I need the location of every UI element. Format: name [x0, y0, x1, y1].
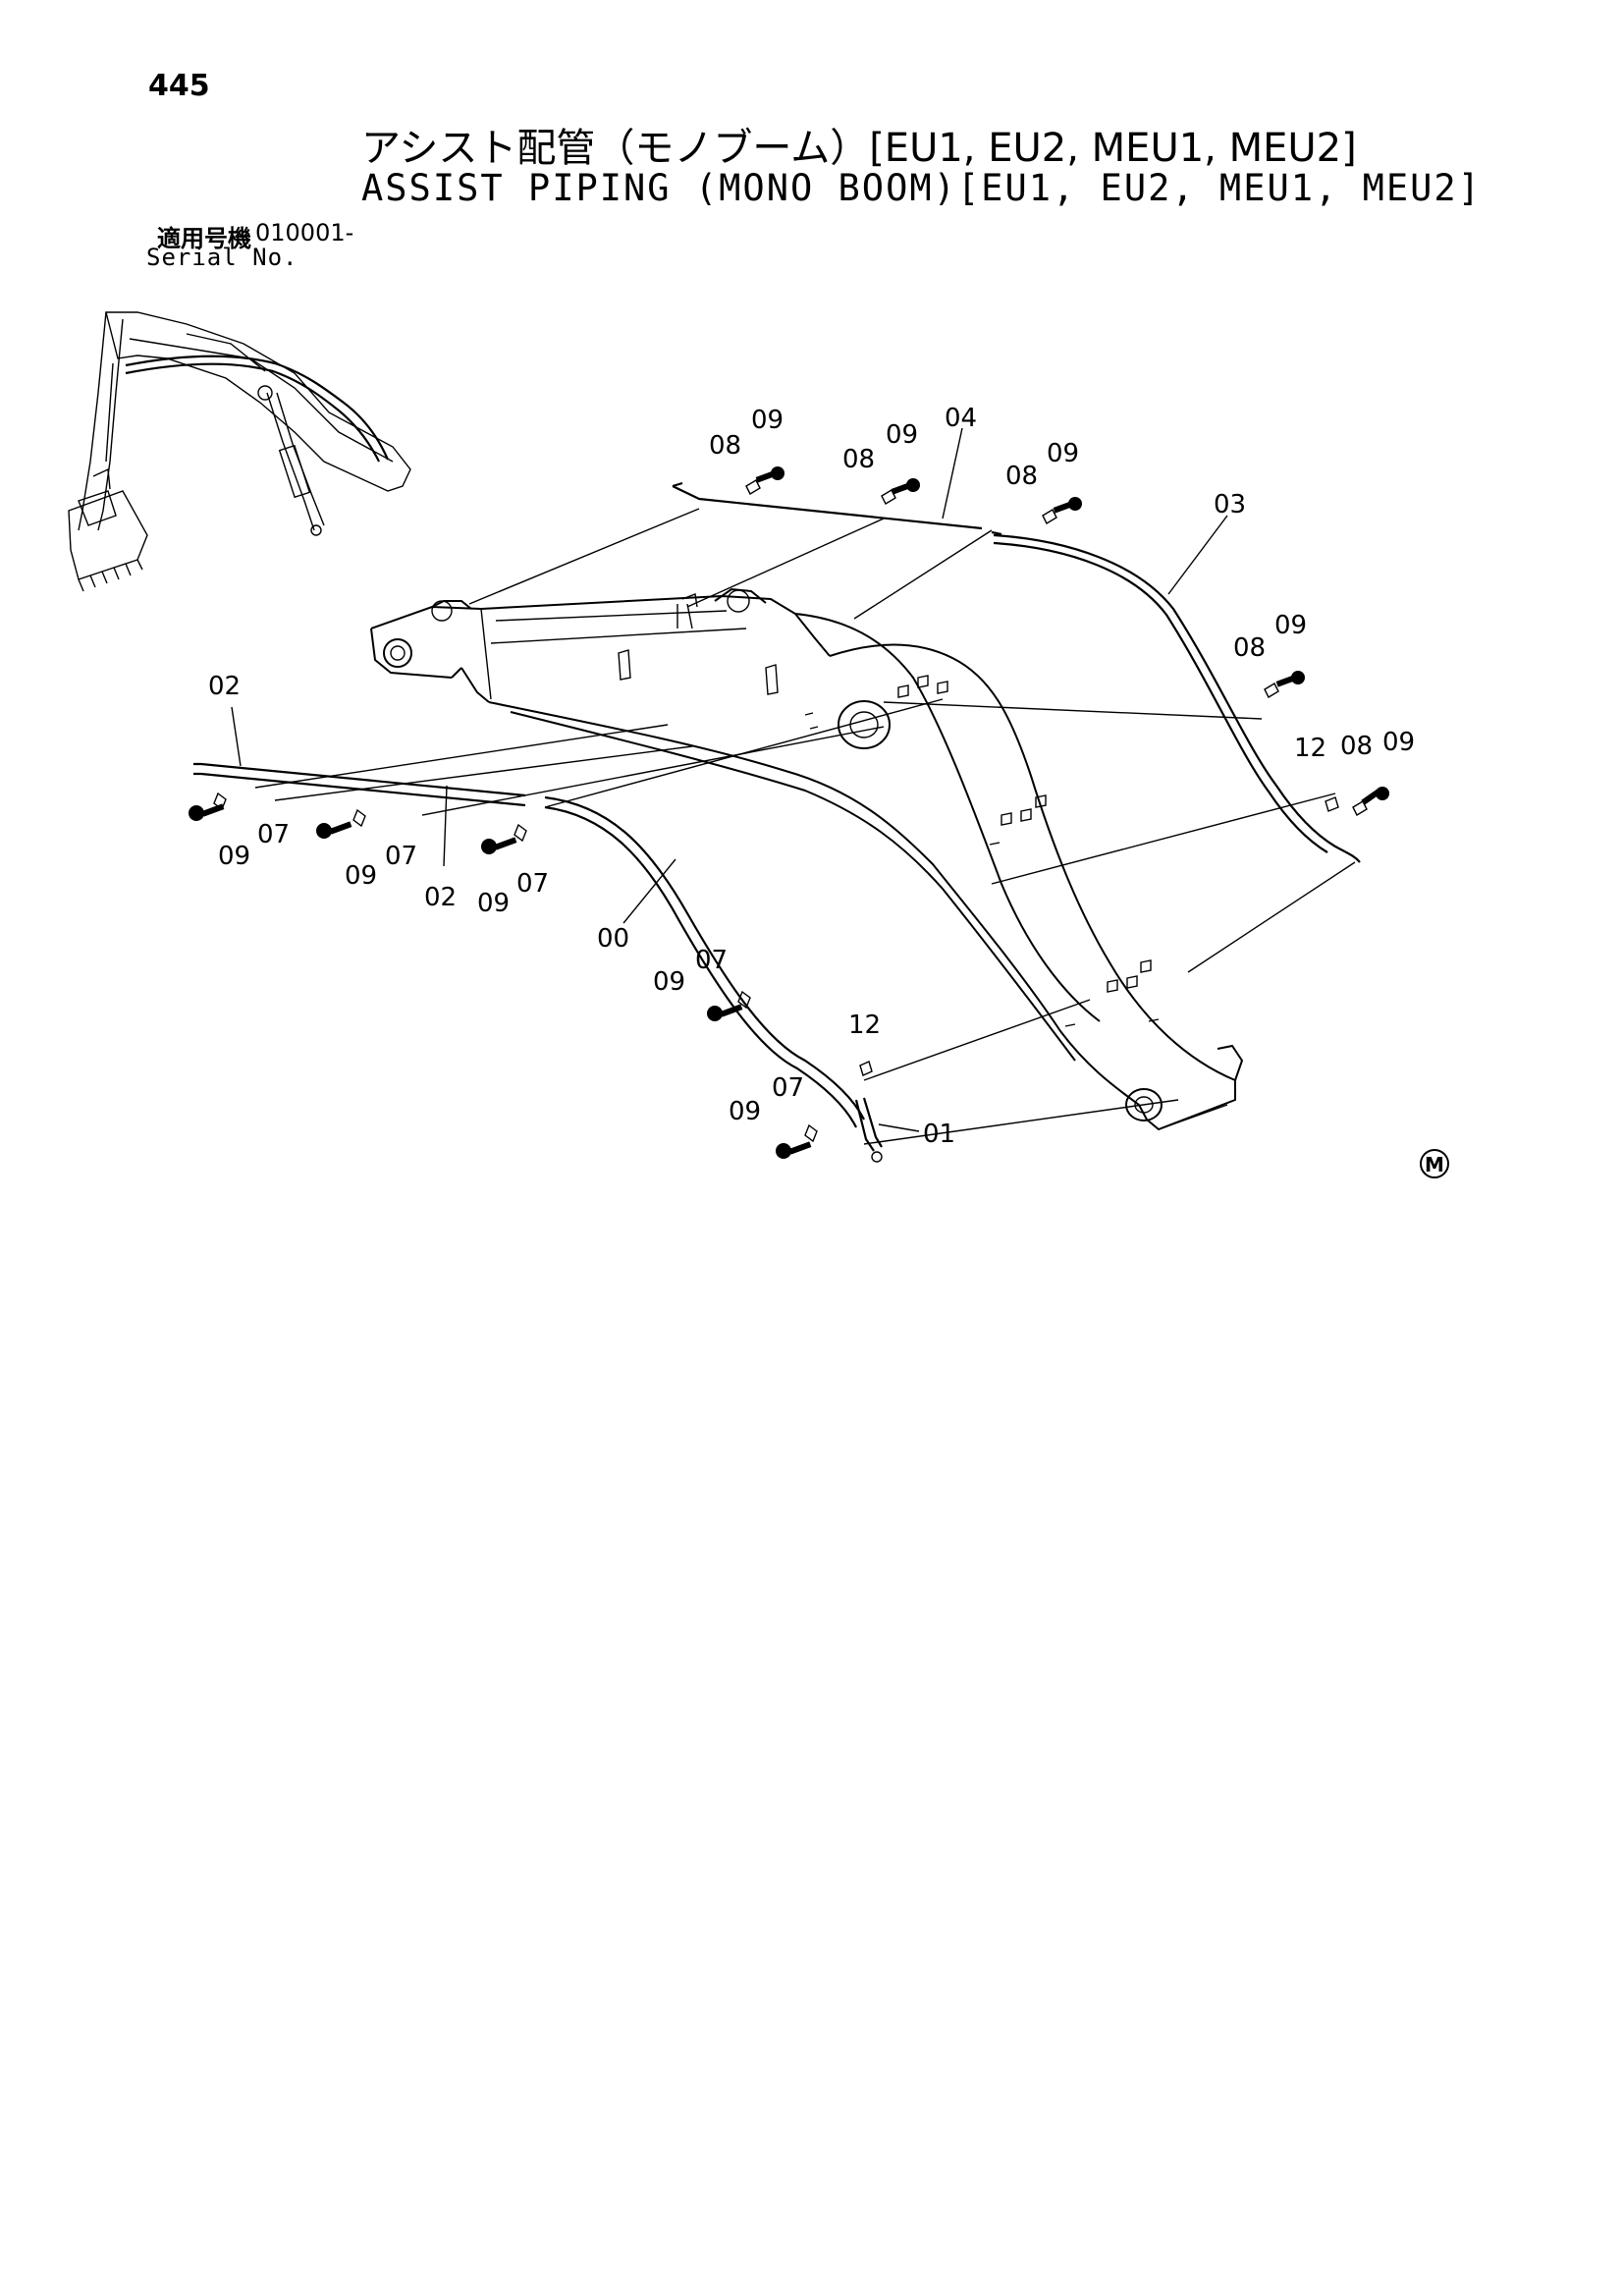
- bolt-09-d: [1275, 671, 1305, 687]
- mark-letter: M: [1425, 1153, 1444, 1176]
- washer-07-c: [514, 823, 527, 843]
- page-title-japanese: アシスト配管（モノブーム）[EU1, EU2, MEU1, MEU2]: [361, 126, 1357, 171]
- callout-09-a: 09: [751, 406, 784, 435]
- part-number-callouts: 04 03 02 02 00 01 09 08 09 08 09 08 09 0…: [208, 404, 1415, 1149]
- callout-12-a: 12: [1294, 734, 1326, 763]
- bolt-09-b: [891, 478, 920, 495]
- callout-09-b: 09: [886, 420, 918, 450]
- page-number: 445: [148, 69, 210, 103]
- excavator-inset-illustration: [68, 311, 411, 592]
- callout-07-c: 07: [516, 869, 549, 899]
- callout-07-b: 07: [385, 842, 417, 871]
- washer-08-e: [1352, 800, 1368, 816]
- clamp-12-a: [1325, 796, 1339, 812]
- bolt-09-a: [755, 466, 784, 483]
- assist-pipes: [193, 481, 1361, 1163]
- circled-m-mark: M: [1420, 1149, 1449, 1178]
- callout-leader-lines: [231, 427, 1228, 1132]
- washer-08-b: [881, 489, 896, 505]
- callout-09-c: 09: [1047, 439, 1079, 468]
- mono-boom-illustration: [370, 587, 1244, 1131]
- callout-09-d: 09: [1274, 611, 1307, 640]
- serial-label-japanese: 適用号機: [157, 225, 251, 252]
- bolt-09-i: [707, 1004, 743, 1021]
- washer-07-b: [352, 808, 366, 828]
- bolt-09-e: [1361, 787, 1389, 805]
- callout-08-c: 08: [1005, 462, 1038, 491]
- washer-08-a: [745, 479, 761, 495]
- bolt-09-c: [1053, 497, 1082, 514]
- callout-08-d: 08: [1233, 633, 1266, 663]
- callout-04: 04: [945, 404, 977, 433]
- callout-09-j: 09: [729, 1097, 761, 1126]
- callout-01: 01: [923, 1120, 955, 1149]
- callout-08-a: 08: [709, 431, 741, 461]
- bolt-09-h: [481, 837, 517, 854]
- callout-03: 03: [1214, 490, 1246, 519]
- washer-07-d: [737, 990, 751, 1010]
- callout-02-lower: 02: [424, 883, 457, 912]
- callout-07-e: 07: [772, 1073, 804, 1103]
- callout-12-b: 12: [848, 1011, 881, 1040]
- washer-08-c: [1042, 509, 1057, 524]
- washer-07-a: [213, 792, 227, 811]
- callout-09-h: 09: [477, 889, 510, 918]
- serial-number-value: 010001-: [255, 219, 354, 246]
- callout-00: 00: [597, 924, 629, 954]
- callout-09-f: 09: [218, 842, 250, 871]
- fasteners: [189, 466, 1389, 1159]
- page-title-english: ASSIST PIPING (MONO BOOM)[EU1, EU2, MEU1…: [361, 167, 1482, 209]
- serial-label-english: Serial No.: [146, 244, 298, 271]
- callout-07-a: 07: [257, 820, 290, 849]
- assembly-guide-lines: [254, 508, 1356, 1145]
- callout-09-e: 09: [1382, 728, 1415, 757]
- bolt-09-j: [776, 1141, 812, 1159]
- callout-09-i: 09: [653, 967, 685, 997]
- callout-07-d: 07: [695, 946, 728, 975]
- callout-02-upper: 02: [208, 672, 241, 701]
- bolt-09-g: [316, 821, 352, 839]
- washer-07-e: [804, 1123, 818, 1143]
- callout-09-g: 09: [345, 861, 377, 891]
- callout-08-b: 08: [842, 445, 875, 474]
- clamp-12-b: [859, 1061, 873, 1076]
- washer-08-d: [1264, 683, 1279, 698]
- callout-08-e: 08: [1340, 732, 1373, 761]
